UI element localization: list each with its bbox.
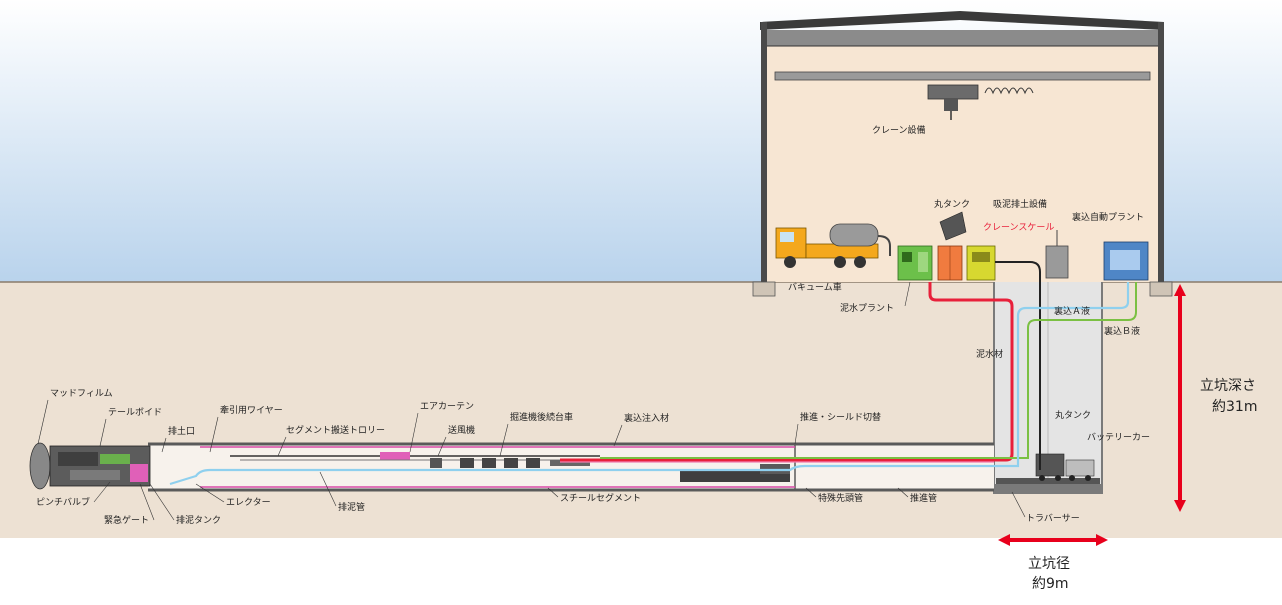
- label-mud-pipe: 排泥管: [338, 501, 365, 513]
- label-backfill-injection: 裏込注入材: [624, 412, 669, 424]
- label-rear-carriage: 掘進機後続台車: [510, 411, 573, 423]
- rear-carriages: [430, 458, 590, 468]
- label-switching: 推進・シールド切替: [800, 411, 881, 423]
- label-vacuum-car: バキューム車: [788, 281, 842, 293]
- building-column-right: [1158, 22, 1164, 282]
- label-backfill-b: 裏込Ｂ液: [1104, 325, 1140, 337]
- building-roof: [760, 11, 1164, 30]
- label-blower: 送風機: [448, 424, 475, 436]
- label-tail-void: テールボイド: [108, 407, 162, 418]
- backfill-b-line: [169, 282, 1130, 486]
- vacuum-truck: [775, 223, 891, 268]
- label-segment-trolley: セグメント搬送トロリー: [286, 424, 385, 436]
- maru-tank-shaft-unit: [1035, 453, 1065, 481]
- building-column-left: [761, 22, 767, 282]
- shield-machine: [29, 442, 151, 490]
- maru-tank-surface: [937, 211, 967, 281]
- cutter-head: [29, 442, 51, 490]
- label-air-curtain: エアカーテン: [420, 401, 474, 412]
- label-special-pipe: 特殊先頭管: [818, 492, 863, 504]
- label-crane-scale: クレーンスケール: [983, 222, 1054, 233]
- shaft-floor: [994, 484, 1102, 494]
- label-pinch-valve: ピンチバルブ: [36, 496, 90, 508]
- label-crane: クレーン設備: [872, 124, 926, 136]
- roof-truss: [767, 30, 1158, 46]
- label-discharge-port: 排土口: [168, 425, 195, 437]
- scale-tank: [1045, 245, 1069, 279]
- label-traverser: トラバーサー: [1026, 513, 1080, 524]
- label-maru-tank-top: 丸タンク: [934, 198, 970, 210]
- label-slurry-plant: 泥水プラント: [840, 302, 894, 314]
- label-emergency-gate: 緊急ゲート: [104, 514, 149, 526]
- backfill-plant-unit: [1103, 241, 1149, 281]
- diameter-value: 約9m: [1032, 576, 1069, 592]
- slurry-plant-unit: [897, 245, 933, 281]
- label-erector: エレクター: [226, 497, 271, 508]
- label-slurry-material: 泥水材: [976, 348, 1003, 360]
- label-pulling-wire: 牽引用ワイヤー: [220, 404, 283, 416]
- label-battery-car: バッテリーカー: [1087, 432, 1150, 443]
- suction-unit: [966, 245, 996, 281]
- crane-hoist: [927, 84, 1034, 120]
- label-suction-equipment: 吸泥排土設備: [993, 198, 1047, 210]
- backfill-a-line: [600, 282, 1137, 459]
- depth-title: 立坑深さ: [1200, 378, 1256, 394]
- crane-girder: [774, 71, 1151, 81]
- label-maru-tank-shaft: 丸タンク: [1055, 409, 1091, 421]
- label-backfill-a: 裏込Ａ液: [1054, 305, 1090, 317]
- depth-value: 約31m: [1212, 399, 1257, 415]
- label-backfill-plant: 裏込自動プラント: [1072, 211, 1144, 223]
- label-steel-segment: スチールセグメント: [560, 492, 641, 504]
- diameter-title: 立坑径: [1028, 556, 1070, 572]
- label-jacking-pipe: 推進管: [910, 492, 937, 504]
- suction-return-line: [995, 261, 1041, 470]
- label-mud-film: マッドフィルム: [50, 388, 113, 399]
- label-mud-tank: 排泥タンク: [176, 514, 221, 526]
- traverser-rail: [996, 478, 1100, 484]
- battery-car-unit: [1065, 459, 1095, 481]
